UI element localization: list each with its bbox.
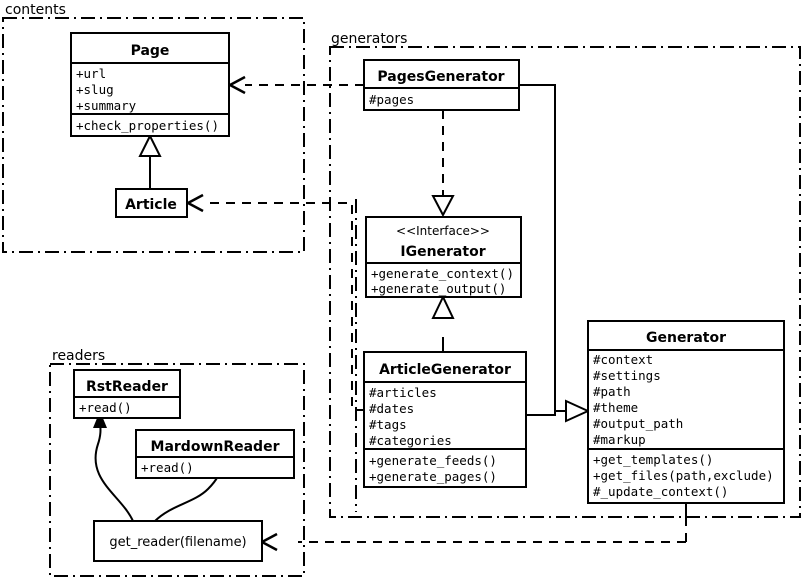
class-generator-title: Generator [646,330,726,346]
class-generator-attribute: #path [593,384,631,399]
class-igenerator[interactable]: <<Interface>> IGenerator +generate_conte… [365,216,522,298]
class-articlegenerator[interactable]: ArticleGenerator #articles #dates #tags … [363,351,527,488]
class-page[interactable]: Page +url +slug +summary +check_properti… [70,32,230,137]
class-articlegenerator-method: +generate_feeds() [369,453,497,468]
class-generator-attribute: #markup [593,432,646,447]
class-rstreader[interactable]: RstReader +read() [73,369,181,419]
class-generator-frame [587,320,785,504]
class-article-frame [115,188,188,218]
class-pagesgenerator-frame [363,59,520,111]
package-generators-border [329,46,801,518]
class-mardownreader-title: MardownReader [151,439,280,455]
class-articlegenerator-title: ArticleGenerator [379,362,511,378]
class-rstreader-method: +read() [79,400,132,415]
package-generators: generators [329,31,801,518]
class-articlegenerator-attribute: #categories [369,433,452,448]
relation-pagesgenerator-to-igenerator [431,110,455,218]
class-articlegenerator-frame [363,351,527,488]
relation-articlegenerator-to-generator [526,399,591,423]
function-get-reader-frame [93,520,263,562]
class-igenerator-frame [365,216,522,298]
class-page-method: +check_properties() [76,118,219,133]
class-page-attribute: +url [76,66,106,81]
class-rstreader-title: RstReader [86,379,168,395]
relation-article-to-page [138,133,162,189]
class-article[interactable]: Article [115,188,188,218]
class-pagesgenerator-title: PagesGenerator [377,69,504,85]
class-page-title: Page [131,43,170,59]
class-generator[interactable]: Generator #context #settings #path #them… [587,320,785,504]
class-articlegenerator-attribute: #tags [369,417,407,432]
class-article-title: Article [125,197,177,213]
package-readers: readers [49,348,305,577]
class-page-attribute: +slug [76,82,114,97]
relation-pagesgenerator-to-page [227,75,364,95]
class-generator-method: +get_templates() [593,452,713,467]
class-generator-attribute: #output_path [593,416,683,431]
class-articlegenerator-method: +generate_pages() [369,469,497,484]
class-mardownreader-method: +read() [141,460,194,475]
class-rstreader-frame [73,369,181,419]
package-generators-label: generators [331,31,407,47]
class-generator-attribute: #settings [593,368,661,383]
class-pagesgenerator[interactable]: PagesGenerator #pages [363,59,520,111]
class-igenerator-method: +generate_output() [371,281,506,296]
relation-getreader-to-rstreader [93,411,134,522]
class-igenerator-method: +generate_context() [371,266,514,281]
package-contents-label: contents [5,2,66,18]
class-mardownreader[interactable]: MardownReader +read() [135,429,295,479]
class-generator-attribute: #context [593,352,653,367]
class-igenerator-stereotype: <<Interface>> [396,224,490,238]
package-readers-border [49,363,305,577]
relation-generator-to-getreader [259,503,687,552]
relation-articlegenerator-to-igenerator [431,294,455,352]
class-page-frame [70,32,230,137]
class-articlegenerator-attribute: #articles [369,385,437,400]
package-readers-label: readers [52,348,105,364]
function-get-reader-label: get_reader(filename) [109,535,246,550]
package-contents: contents [2,2,305,253]
function-get-reader[interactable]: get_reader(filename) [93,520,263,562]
relation-articlegenerator-to-article [185,193,364,411]
class-generator-method: #_update_context() [593,484,728,499]
class-generator-method: +get_files(path,exclude) [593,468,774,483]
class-page-attribute: +summary [76,98,137,113]
class-mardownreader-frame [135,429,295,479]
package-contents-border [2,17,305,253]
class-igenerator-title: IGenerator [400,244,485,260]
class-articlegenerator-attribute: #dates [369,401,414,416]
class-pagesgenerator-attribute: #pages [369,92,414,107]
class-generator-attribute: #theme [593,400,638,415]
